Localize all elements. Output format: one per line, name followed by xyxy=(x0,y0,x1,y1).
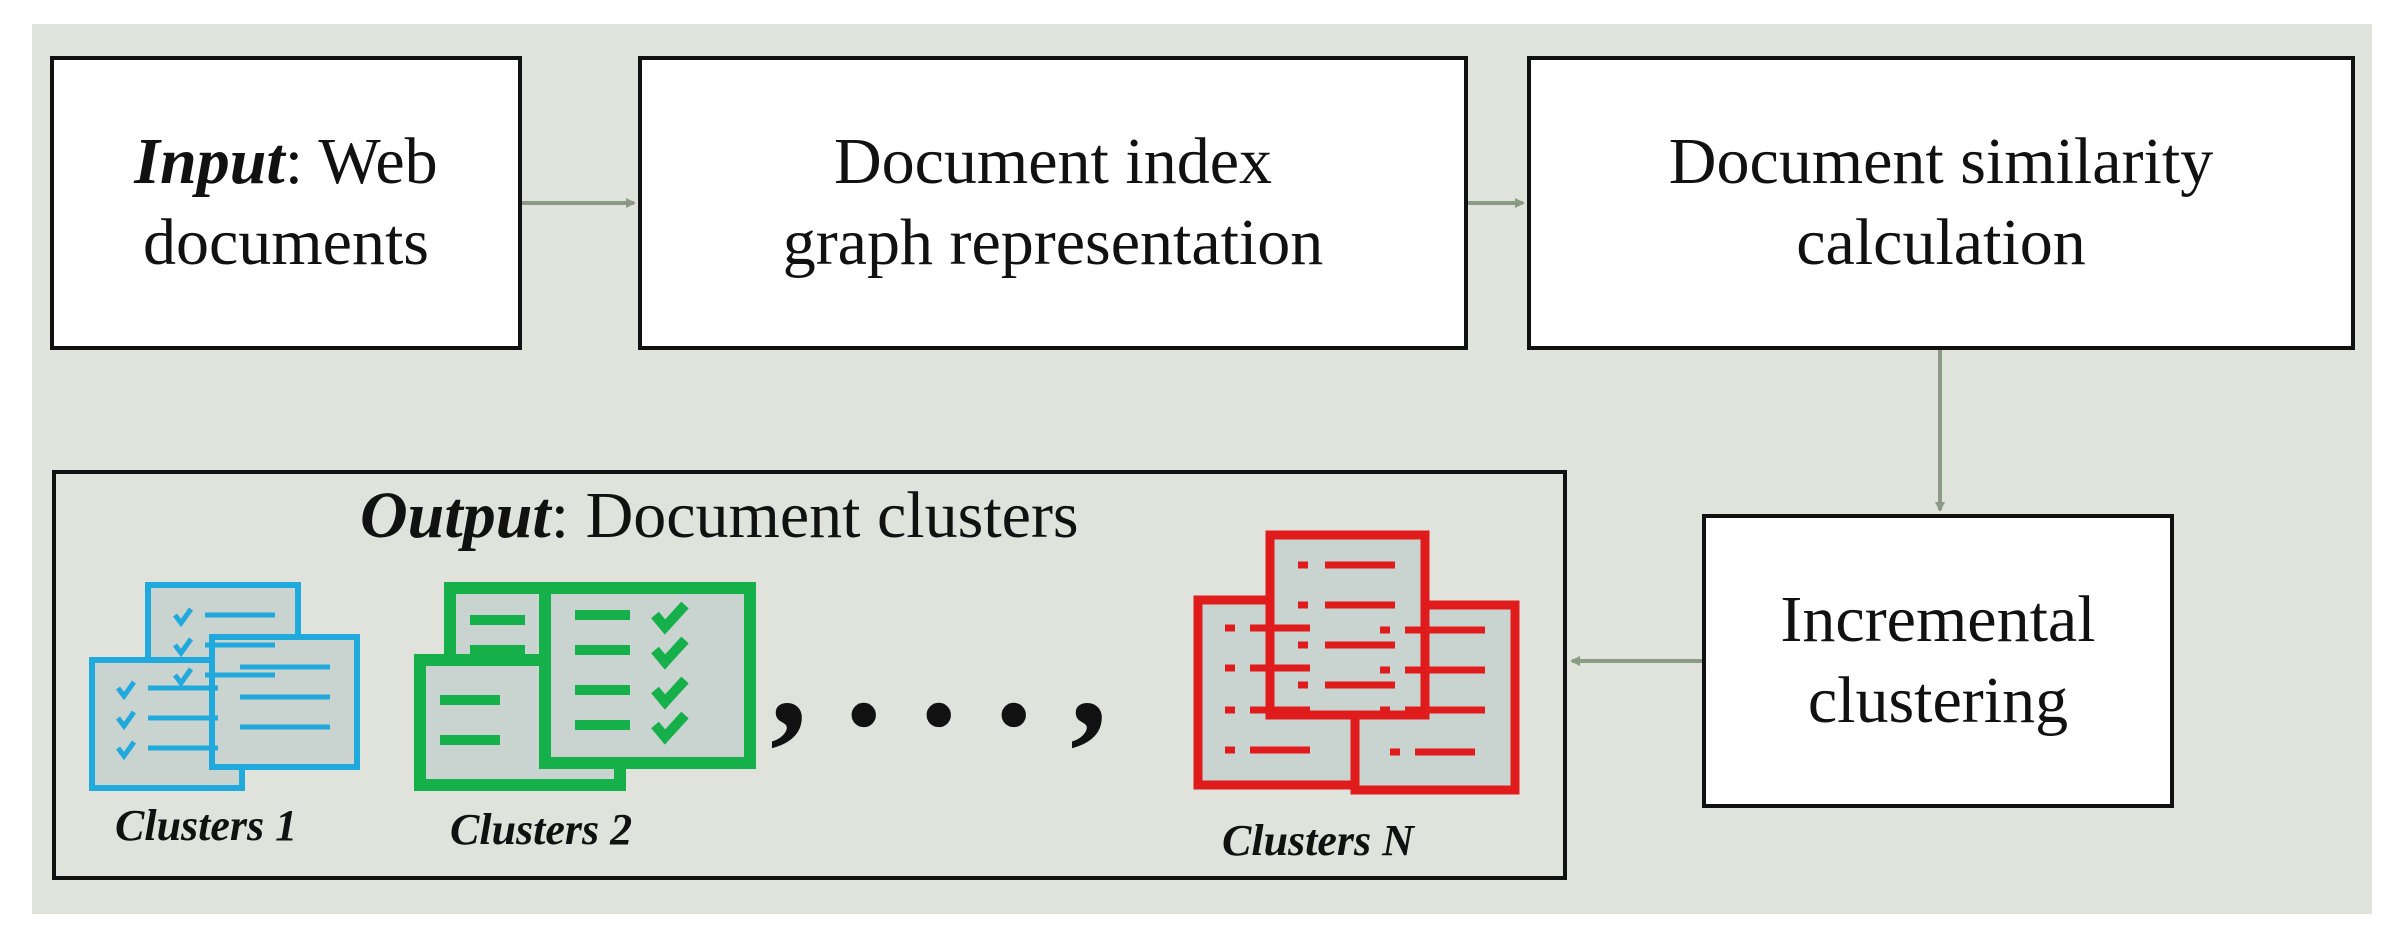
incremental-label-line1: Incremental xyxy=(1780,583,2096,657)
input-label-bold: Input xyxy=(134,125,285,199)
index-box: Document index graph representation xyxy=(638,56,1468,350)
ellipsis-separator: , . . . , xyxy=(770,592,1108,758)
incremental-label-line2: clustering xyxy=(1807,664,2069,737)
output-box xyxy=(52,470,1567,880)
input-label-line2: documents xyxy=(143,206,429,279)
cluster-1-label: Clusters 1 xyxy=(115,801,298,850)
input-label-rest: : Web xyxy=(284,125,438,199)
incremental-box: Incremental clustering xyxy=(1702,514,2174,808)
similarity-box: Document similarity calculation xyxy=(1527,56,2355,350)
output-title-rest: : Document clusters xyxy=(550,479,1079,552)
index-label-line2: graph representation xyxy=(782,206,1324,279)
similarity-label-line1: Document similarity xyxy=(1668,125,2214,199)
index-label-line1: Document index xyxy=(833,125,1273,199)
input-box: Input: Web documents xyxy=(50,56,522,350)
cluster-n-label: Clusters N xyxy=(1222,816,1414,865)
output-title: Output: Document clusters xyxy=(360,478,1079,554)
cluster-2-documents-icon xyxy=(414,582,756,791)
cluster-2-label: Clusters 2 xyxy=(450,805,633,854)
similarity-label-line2: calculation xyxy=(1796,206,2086,279)
cluster-1-documents-icon xyxy=(89,582,360,791)
cluster-n-documents-icon xyxy=(1193,530,1520,795)
output-title-bold: Output xyxy=(360,479,551,552)
